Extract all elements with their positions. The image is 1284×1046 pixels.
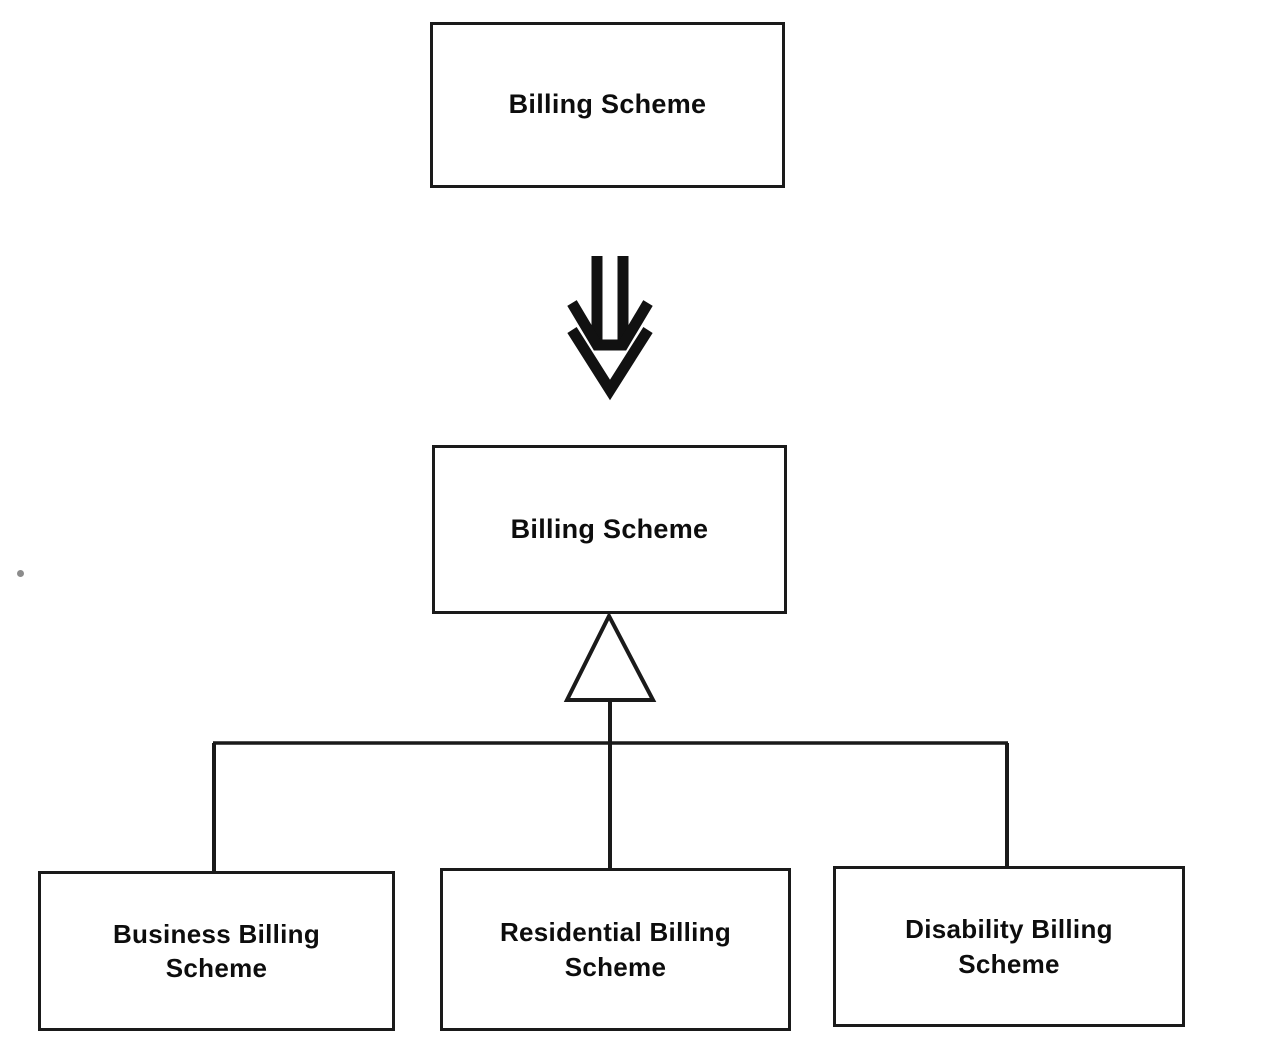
generalization-triangle-icon [563, 611, 657, 702]
scan-speck-artifact [17, 570, 24, 577]
class-box-disability-billing-scheme[interactable]: Disability Billing Scheme [833, 866, 1185, 1027]
arrow-head-upper-chevron [567, 300, 653, 351]
refinement-double-arrow-icon [567, 256, 653, 401]
class-box-residential-billing-scheme[interactable]: Residential Billing Scheme [440, 868, 791, 1031]
class-box-business-billing-scheme[interactable]: Business Billing Scheme [38, 871, 395, 1031]
class-box-label: Business Billing Scheme [112, 918, 321, 983]
class-box-label: Residential Billing Scheme [499, 917, 732, 982]
arrow-head-lower-chevron [567, 327, 653, 401]
class-box-billing-scheme-superclass[interactable]: Billing Scheme [432, 445, 787, 614]
class-box-billing-scheme-top[interactable]: Billing Scheme [430, 22, 785, 188]
class-box-label: Disability Billing Scheme [905, 914, 1113, 979]
class-box-label: Billing Scheme [510, 513, 709, 544]
class-box-label: Billing Scheme [508, 89, 707, 120]
